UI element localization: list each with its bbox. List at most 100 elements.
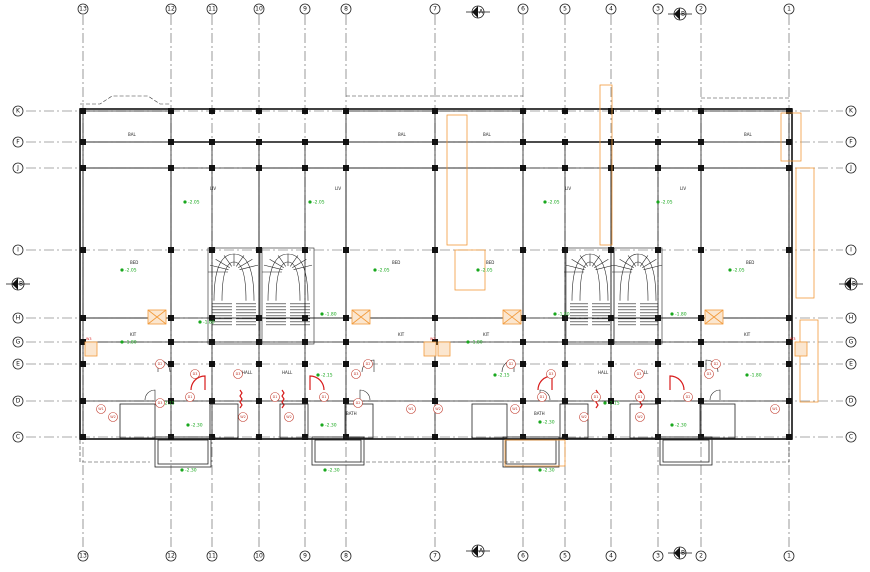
tag-text: D1 <box>638 395 643 399</box>
structural-column <box>786 108 792 114</box>
structural-column <box>786 165 792 171</box>
grid-bubble <box>77 3 89 15</box>
tag-circle <box>238 412 248 422</box>
grid-bubble <box>12 244 24 256</box>
roof-edge <box>346 95 789 99</box>
structural-column <box>786 315 792 321</box>
level-dot <box>466 340 470 344</box>
level-dot <box>538 420 542 424</box>
stair-radial <box>579 255 588 267</box>
room-bay <box>434 167 524 319</box>
grid-bubble <box>340 550 352 562</box>
orange-block <box>423 341 437 357</box>
structural-column <box>520 108 526 114</box>
grid-bubble-label: 4 <box>609 6 613 13</box>
level-dot <box>493 373 497 377</box>
grid-bubble <box>12 395 24 407</box>
room-label: LIV <box>680 186 686 191</box>
stair-radial <box>640 255 649 267</box>
tag-circle <box>284 412 294 422</box>
grid-bubble-label: F <box>849 139 853 146</box>
grid-bubble <box>165 3 177 15</box>
grid-bubble-label: 12 <box>167 553 175 560</box>
level-mark: -2.15 <box>493 373 510 379</box>
level-text: -2.30 <box>328 468 340 474</box>
grid-bubble <box>299 550 311 562</box>
structural-column <box>608 139 614 145</box>
grid-bubble <box>652 550 664 562</box>
door-swing <box>359 389 371 401</box>
grid-bubble <box>517 3 529 15</box>
window-label: W3 <box>790 337 796 341</box>
section-label: B <box>19 281 23 288</box>
stair-enclosure <box>207 247 261 345</box>
stair-radial <box>215 259 230 269</box>
structural-column <box>520 139 526 145</box>
grid-bubble-label: 5 <box>563 6 567 13</box>
structural-column <box>432 247 438 253</box>
sliding-door <box>281 389 285 409</box>
structural-column <box>698 139 704 145</box>
room-label: BAL <box>744 132 752 137</box>
room-label: HALL <box>282 370 293 375</box>
grid-bubble-label: E <box>16 361 20 368</box>
tag-circle <box>433 404 443 414</box>
grid-bubble-label: H <box>849 315 854 322</box>
stair-radial <box>223 255 232 267</box>
tag-text: D2 <box>158 362 163 366</box>
grid-lines <box>26 15 843 548</box>
structural-column <box>520 165 526 171</box>
level-text: -1.80 <box>325 312 337 318</box>
section-label: B <box>852 281 856 288</box>
stair-radial <box>292 259 307 269</box>
structural-column <box>80 339 86 345</box>
level-mark: -2.05 <box>728 268 745 274</box>
stair-radial <box>209 264 229 270</box>
door-tag: D2 <box>711 359 721 369</box>
level-text: -2.30 <box>185 468 197 474</box>
structural-column <box>608 339 614 345</box>
door-swing <box>669 375 685 391</box>
stair-radial <box>613 264 633 270</box>
tag-circle <box>510 404 520 414</box>
structural-column <box>168 108 174 114</box>
grid-bubble-label: E <box>849 361 853 368</box>
level-mark: -1.80 <box>745 373 762 379</box>
grid-bubble-label: 9 <box>303 6 307 13</box>
window-tag: W1 <box>406 404 416 414</box>
stair-core <box>564 247 615 345</box>
structural-column <box>698 398 704 404</box>
tag-circle <box>546 369 556 379</box>
tag-text: D3 <box>158 401 163 405</box>
level-mark: -2.05 <box>656 200 673 206</box>
level-dot <box>183 200 187 204</box>
stair-winder <box>627 261 649 301</box>
structural-column <box>562 315 568 321</box>
structural-column <box>302 315 308 321</box>
grid-bubble <box>845 244 857 256</box>
section-marker: B <box>668 7 692 21</box>
orange-cross <box>502 309 522 325</box>
level-text: -2.05 <box>733 268 745 274</box>
level-mark: -2.05 <box>308 200 325 206</box>
structural-column <box>562 108 568 114</box>
grid-bubble <box>253 550 265 562</box>
structural-column <box>168 398 174 404</box>
level-text: -2.05 <box>378 268 390 274</box>
entry-step <box>505 439 557 465</box>
tag-text: W2 <box>240 415 246 419</box>
level-text: -2.05 <box>188 200 200 206</box>
structural-column <box>168 361 174 367</box>
grid-bubble <box>605 550 617 562</box>
door-tag: D3 <box>704 369 714 379</box>
structural-column <box>432 434 438 440</box>
structural-column <box>209 434 215 440</box>
grid-bubble <box>783 550 795 562</box>
orange-detail <box>446 114 468 246</box>
structural-column <box>168 247 174 253</box>
room-label: LIV <box>210 186 216 191</box>
level-text: -2.05 <box>661 200 673 206</box>
structural-column <box>343 139 349 145</box>
level-text: -2.15 <box>608 401 620 407</box>
grid-bubble <box>845 162 857 174</box>
